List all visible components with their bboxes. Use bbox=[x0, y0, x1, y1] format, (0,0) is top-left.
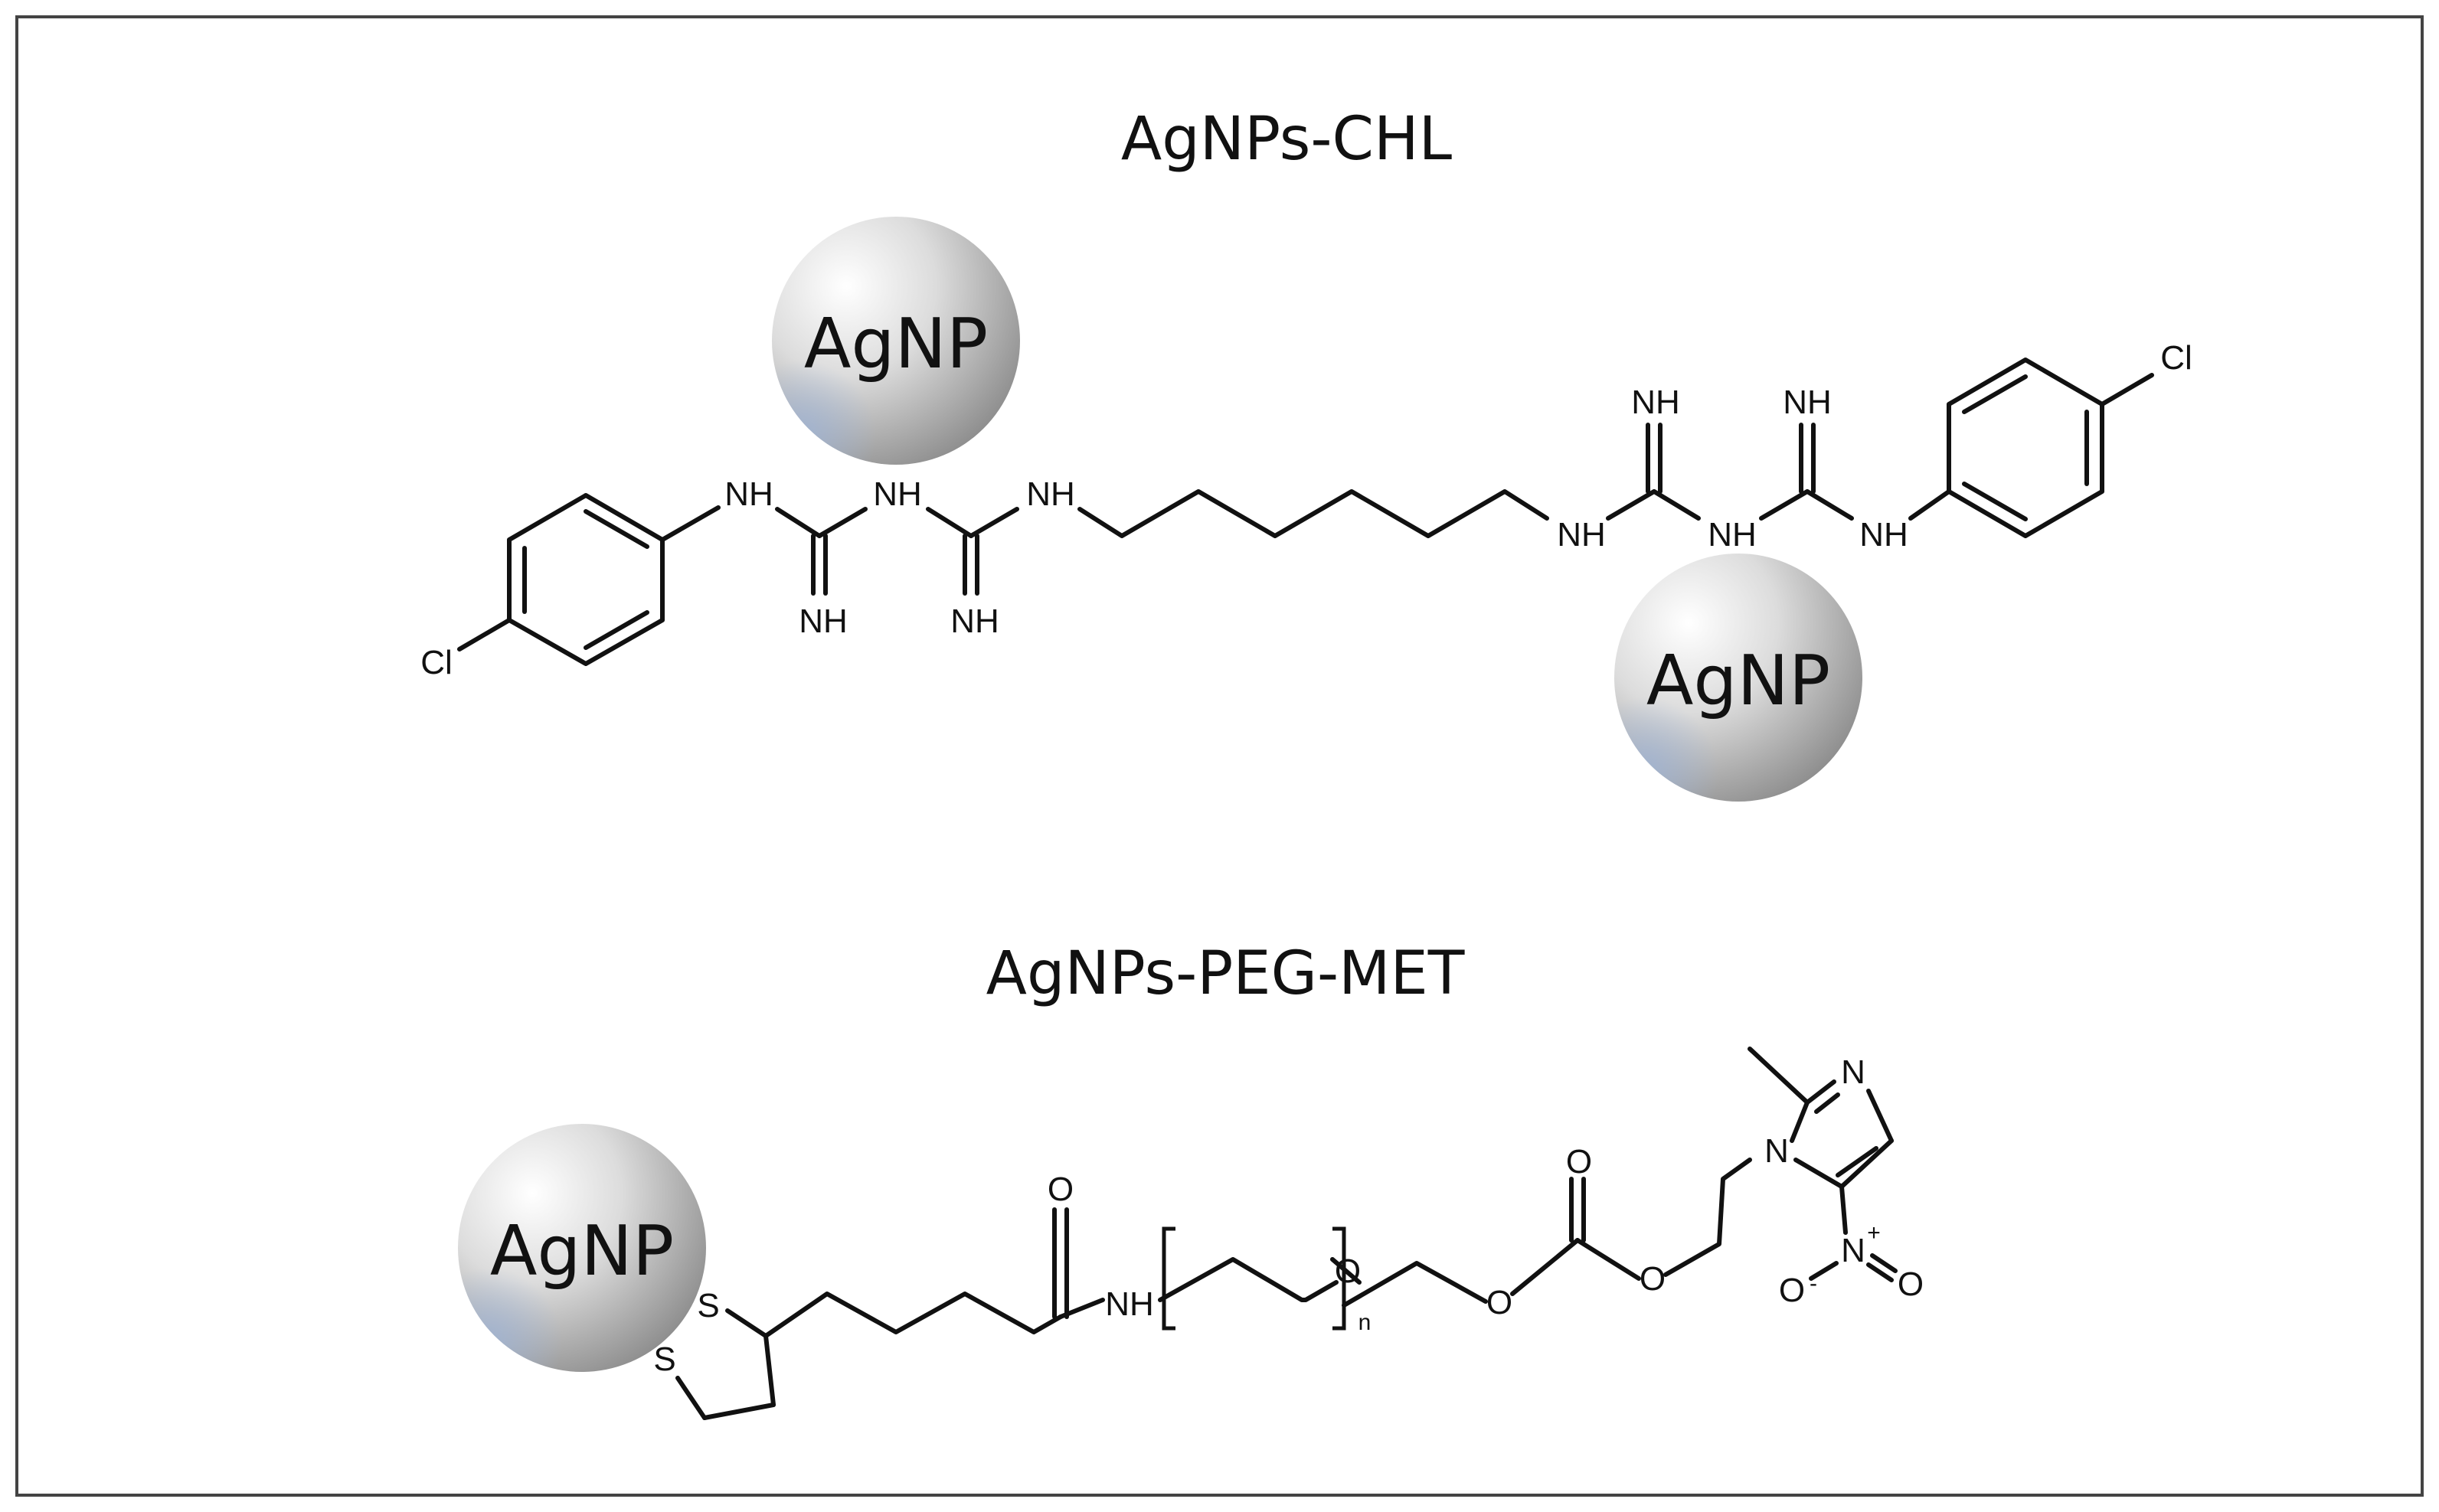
title-agnps-chl: AgNPs-CHL bbox=[1121, 105, 1453, 174]
bond bbox=[1809, 1261, 1839, 1281]
left-ring-double-bond bbox=[584, 610, 649, 650]
repeat-subscript: n bbox=[1358, 1310, 1372, 1335]
nanoparticle-label: AgNP bbox=[490, 1211, 674, 1292]
bond bbox=[1606, 489, 1656, 521]
bond bbox=[725, 1308, 768, 1338]
nh-label: NH bbox=[1557, 516, 1606, 554]
nh-label: NH bbox=[1026, 475, 1075, 513]
nh-label: NH bbox=[1631, 384, 1680, 421]
hexamethylene-chain bbox=[1077, 489, 1549, 538]
oxygen-label: O bbox=[1898, 1265, 1924, 1303]
ethylene-chain bbox=[1663, 1158, 1752, 1277]
oxygen-label: O bbox=[1566, 1143, 1592, 1181]
right-ring-double-bond bbox=[1962, 482, 2028, 521]
bond bbox=[1908, 489, 1951, 521]
title-agnps-peg-met: AgNPs-PEG-MET bbox=[986, 939, 1465, 1008]
nanoparticle-right: AgNP bbox=[1614, 554, 1862, 802]
right-benzene-ring bbox=[1947, 358, 2104, 538]
nh-label: NH bbox=[1708, 516, 1757, 554]
left-ring-double-bond bbox=[584, 509, 649, 549]
bond bbox=[1805, 489, 1854, 521]
bond bbox=[675, 1376, 707, 1420]
right-bracket bbox=[1332, 1226, 1346, 1331]
nh-label: NH bbox=[724, 475, 773, 513]
bond bbox=[1759, 489, 1810, 521]
nitro-double-bond bbox=[1870, 1253, 1898, 1273]
nh-label: NH bbox=[950, 603, 999, 640]
nitrogen-label: N bbox=[1841, 1232, 1865, 1269]
bond bbox=[660, 505, 721, 542]
bond bbox=[1790, 1100, 1810, 1143]
bond bbox=[702, 1403, 776, 1420]
nitro-double-bond bbox=[1866, 1262, 1894, 1282]
alkyl-chain bbox=[763, 1292, 1063, 1338]
nanoparticle-top-left: AgNP bbox=[772, 217, 1020, 465]
right-ring-double-bond bbox=[1962, 374, 2028, 414]
nh-label: NH bbox=[1783, 384, 1832, 421]
bond bbox=[1575, 1238, 1641, 1281]
nh-label: NH bbox=[1859, 516, 1908, 554]
bond bbox=[1839, 1138, 1894, 1189]
oxygen-label: O bbox=[1048, 1171, 1074, 1208]
sulfur-label: S bbox=[653, 1341, 675, 1378]
nitrogen-label: N bbox=[1841, 1053, 1865, 1091]
oxygen-label: O bbox=[1640, 1260, 1666, 1298]
right-cl-bond bbox=[2100, 373, 2154, 407]
nanoparticle-label: AgNP bbox=[804, 304, 988, 384]
left-cl-bond bbox=[457, 618, 512, 651]
bond bbox=[775, 507, 822, 538]
bond bbox=[1652, 489, 1701, 521]
ring-double-bond bbox=[1805, 1079, 1836, 1105]
oxygen-label: O bbox=[1779, 1272, 1805, 1309]
chlorhexidine-structure: Cl NH NH NH NH NH NH NH NH NH NH bbox=[420, 339, 2192, 681]
bond bbox=[1058, 1298, 1105, 1319]
nanoparticle-label: AgNP bbox=[1646, 641, 1830, 721]
ring-double-bond bbox=[1836, 1146, 1878, 1177]
ethylene-chain bbox=[1342, 1261, 1488, 1308]
bond bbox=[1793, 1158, 1844, 1189]
plus-charge: + bbox=[1867, 1220, 1881, 1246]
figure-frame bbox=[15, 15, 2424, 1497]
bond bbox=[926, 507, 973, 538]
ring-double-bond bbox=[1814, 1092, 1840, 1114]
bond bbox=[1510, 1238, 1580, 1296]
bond bbox=[1839, 1184, 1848, 1235]
nh-label: NH bbox=[1105, 1285, 1154, 1323]
bond bbox=[969, 507, 1019, 538]
nh-label: NH bbox=[799, 603, 848, 640]
bond bbox=[763, 1334, 776, 1407]
oxygen-label: O bbox=[1486, 1284, 1512, 1321]
bond bbox=[1748, 1047, 1810, 1105]
minus-charge: - bbox=[1810, 1271, 1817, 1296]
left-bracket bbox=[1162, 1226, 1175, 1331]
nanoparticle-bottom-left: AgNP bbox=[458, 1124, 706, 1372]
peg-repeat-unit bbox=[1158, 1257, 1339, 1302]
nitrogen-label: N bbox=[1764, 1132, 1789, 1170]
right-chlorine-label: Cl bbox=[2160, 339, 2192, 377]
left-benzene-ring bbox=[507, 493, 665, 666]
peg-metronidazole-structure: S S O NH O n O O O N N bbox=[653, 1047, 1924, 1420]
left-chlorine-label: Cl bbox=[420, 644, 453, 681]
nh-label: NH bbox=[873, 475, 922, 513]
bond bbox=[817, 507, 868, 538]
sulfur-label: S bbox=[697, 1287, 719, 1324]
bond bbox=[1866, 1089, 1894, 1143]
